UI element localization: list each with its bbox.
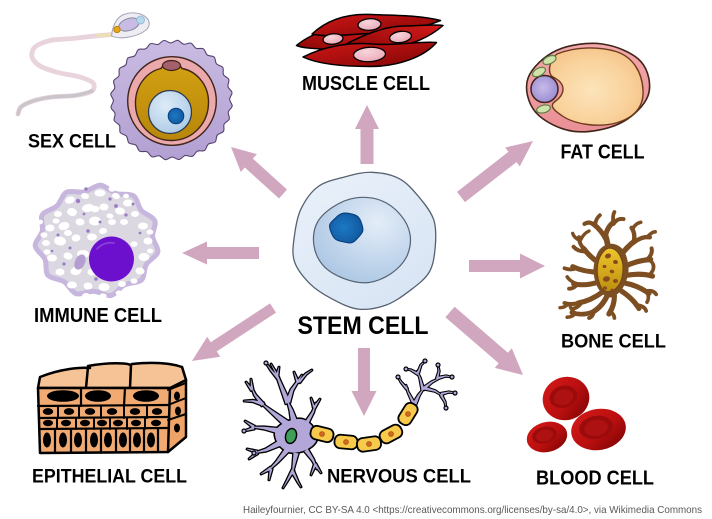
svg-text:IMMUNE CELL: IMMUNE CELL bbox=[34, 305, 162, 327]
svg-text:SEX CELL: SEX CELL bbox=[28, 131, 116, 153]
svg-text:NERVOUS CELL: NERVOUS CELL bbox=[327, 466, 471, 488]
svg-text:BLOOD CELL: BLOOD CELL bbox=[536, 468, 654, 490]
svg-text:BONE CELL: BONE CELL bbox=[561, 331, 666, 353]
svg-text:STEM CELL: STEM CELL bbox=[298, 312, 429, 340]
svg-text:EPITHELIAL CELL: EPITHELIAL CELL bbox=[32, 466, 187, 488]
svg-text:MUSCLE CELL: MUSCLE CELL bbox=[302, 72, 430, 95]
svg-text:FAT CELL: FAT CELL bbox=[561, 141, 645, 164]
svg-text:Haileyfournier, CC BY-SA 4.0 <: Haileyfournier, CC BY-SA 4.0 <https://cr… bbox=[243, 504, 702, 516]
